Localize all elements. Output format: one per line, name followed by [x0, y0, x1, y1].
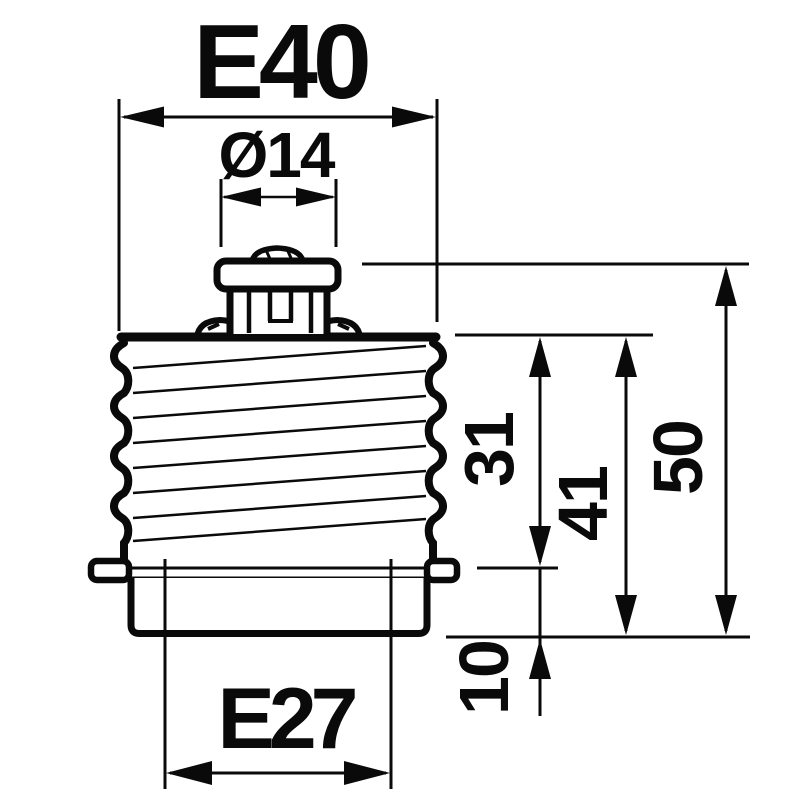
thread-helix-lines: [132, 344, 427, 543]
e27-dimension: E27: [163, 559, 393, 789]
overall-length-label: 50: [639, 421, 717, 495]
thread-profile-right: [424, 339, 447, 569]
e27-arrowhead-right-icon: [344, 761, 390, 785]
skirt-height-label: 10: [445, 641, 523, 715]
contact-cap: [213, 257, 342, 293]
e27-skirt: [127, 578, 431, 637]
dim31-arrowhead-down-icon: [529, 526, 551, 566]
thread-line: [132, 469, 427, 495]
thread-line: [132, 419, 427, 445]
e40-dimension: E40: [117, 3, 439, 331]
thread-line: [132, 344, 427, 370]
dim41-arrowhead-down-icon: [615, 595, 637, 635]
thread-line: [132, 394, 427, 420]
flange-tab-right: [423, 557, 461, 584]
dim41-arrowhead-up-icon: [615, 337, 637, 377]
e27-arrowhead-left-icon: [166, 761, 212, 785]
dim31-arrowhead-up-icon: [529, 337, 551, 377]
pin-diameter-dimension: Ø14: [219, 119, 338, 247]
e40-arrowhead-right-icon: [392, 106, 436, 128]
e40-label: E40: [193, 3, 368, 121]
dim50-arrowhead-down-icon: [715, 595, 737, 635]
thread-line: [132, 444, 427, 470]
pin-diameter-label: Ø14: [219, 119, 336, 191]
left-dome-tick: [207, 322, 220, 331]
e27-label: E27: [217, 671, 355, 767]
contact-insulator: [226, 287, 331, 334]
thread-line: [132, 517, 427, 543]
height-dimensions: 31 10 41 50: [362, 262, 750, 716]
e40-arrowhead-left-icon: [120, 106, 164, 128]
right-dome-tick: [337, 322, 350, 331]
adapter-body: [87, 245, 461, 637]
flange-tab-left: [87, 557, 133, 584]
thread-profile-left: [110, 339, 133, 567]
pin-arrowhead-left-icon: [221, 187, 261, 207]
body-length-label: 41: [544, 467, 622, 541]
dim50-arrowhead-up-icon: [715, 266, 737, 306]
thread-line: [132, 369, 427, 395]
dim10-arrowhead-up-icon: [529, 639, 551, 679]
thread-line: [132, 494, 427, 520]
pin-arrowhead-right-icon: [296, 187, 336, 207]
thread-length-label: 31: [450, 413, 528, 487]
